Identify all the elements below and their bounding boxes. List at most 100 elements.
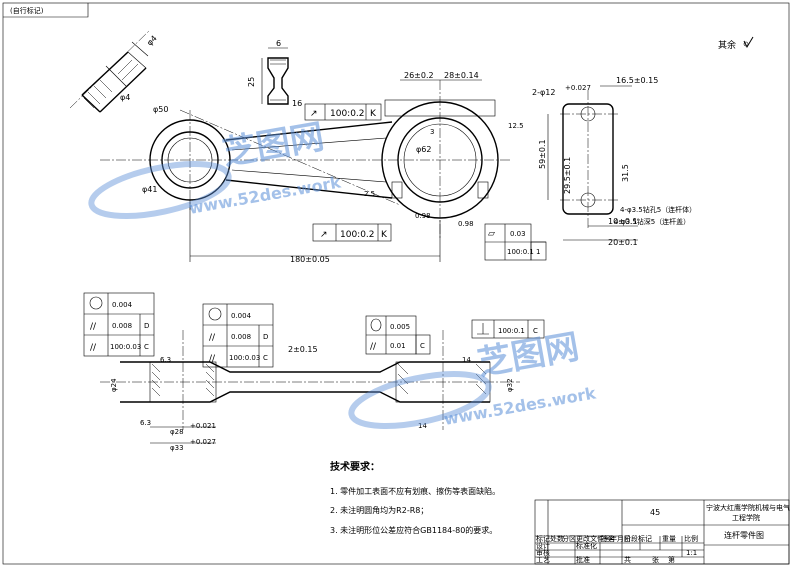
watermark-cn-2: 芝图网 xyxy=(475,327,582,384)
dim-phi62-label: φ62 xyxy=(416,145,431,154)
fcf-left-r2: 0.008 xyxy=(112,322,132,330)
dim-phi28-tol: +0.021 xyxy=(190,422,216,430)
parallel-icon-mid-2: // xyxy=(209,354,216,364)
dim-phi33-label: φ33 xyxy=(170,444,184,452)
fcf-mid-stack: // // 0.004 0.008 D 100:0.03 C xyxy=(202,303,274,368)
dim-phi24-label: φ24 xyxy=(110,378,118,392)
fcf-flat-sym: ▱ xyxy=(488,229,495,239)
fcf-1-datum: K xyxy=(370,109,377,119)
dim-295-label: 29.5±0.1 xyxy=(563,157,572,194)
tb-sheet: 张 xyxy=(652,555,659,564)
fcf-left-stack: // // 0.004 0.008 D 100:0.03 C xyxy=(83,292,155,357)
rod-top-view xyxy=(100,80,510,240)
tb-stage: 阶段标记 xyxy=(624,534,652,543)
title-material: 45 xyxy=(650,508,660,517)
circularity-icon-mid xyxy=(208,307,222,321)
tech-line-3: 3. 未注明形位公差应符合GB1184-80的要求。 xyxy=(330,525,497,535)
dim-63b-label: 6.3 xyxy=(160,356,171,364)
roughness-circle-icon xyxy=(743,41,749,47)
dim-26-label: 26±0.2 xyxy=(404,71,434,80)
title-school-1: 宁波大红鹰学院机械与电气 xyxy=(706,503,790,512)
dim-10-label: 10±0.1 xyxy=(608,217,638,226)
circularity-icon xyxy=(89,296,103,310)
fcf-mid-r1: 0.004 xyxy=(231,312,252,320)
watermark-cn-1: 芝图网 xyxy=(220,117,327,174)
dim-2phi12-tol: +0.027 xyxy=(565,84,591,92)
dim-28-label: 28±0.14 xyxy=(444,71,479,80)
fcf-right-r2: 0.01 xyxy=(390,342,406,350)
dim-59-label: 59±0.1 xyxy=(538,139,547,169)
fcf-right-stack: // 0.005 0.01 C xyxy=(365,315,431,355)
tech-line-1: 1. 零件加工表面不应有划痕、擦伤等表面缺陷。 xyxy=(330,486,500,496)
fcf-runout-1: ↗ 100:0.2 K xyxy=(304,103,382,121)
fcf-mid-r2: 0.008 xyxy=(231,333,251,341)
fcf-right-r1: 0.005 xyxy=(390,323,410,331)
tb-process: 工艺 xyxy=(536,556,550,564)
fcf-perp-datum: C xyxy=(533,327,538,335)
perpendicular-icon xyxy=(477,323,489,335)
dim-phi33-tol: +0.027 xyxy=(190,438,216,446)
tb-design: 设计 xyxy=(536,541,550,550)
dim-2phi12-label: 2-φ12 xyxy=(532,88,555,97)
tb-zone: 分区 xyxy=(562,534,576,543)
fcf-left-r3: 100:0.03 xyxy=(110,343,141,351)
roughness-check-icon xyxy=(743,36,754,49)
dim-phi41-label: φ41 xyxy=(142,185,157,194)
dim-phi50-label: φ50 xyxy=(153,105,168,114)
detail-oil-hole: φ4 φ4 xyxy=(69,29,159,113)
dim-14-label: 14 xyxy=(418,422,427,430)
dim-16-label: 16 xyxy=(292,99,302,108)
fcf-right-r2d: C xyxy=(420,342,425,350)
fcf-left-r1: 0.004 xyxy=(112,301,133,309)
tb-weight: 重量 xyxy=(662,535,676,543)
tb-marker: 标记 xyxy=(536,534,550,543)
title-school-2: 工程学院 xyxy=(732,513,760,522)
dim-3-label: 3 xyxy=(430,128,434,136)
title-block xyxy=(534,499,790,565)
watermark-swoosh-icon-2 xyxy=(348,371,492,429)
dim-315-label: 31.5 xyxy=(621,164,630,182)
fcf-2-sym: ↗ xyxy=(320,230,328,240)
fcf-2-val: 100:0.2 xyxy=(340,230,375,240)
tb-date: 年月日 xyxy=(610,534,631,543)
dim-125-label: 12.5 xyxy=(508,122,524,130)
fcf-flatness: ▱ 0.03 100:0.1 1 xyxy=(484,223,547,261)
title-scale: 1:1 xyxy=(686,549,697,557)
parallel-icon-mid: // xyxy=(209,333,216,343)
parallel-icon: // xyxy=(90,322,97,332)
dim-098a-label: 0.98 xyxy=(415,212,431,220)
watermark-url-2: www.52des.work xyxy=(442,383,597,428)
tb-review: 审核 xyxy=(536,548,550,557)
rod-section-view xyxy=(100,330,520,430)
fcf-flat-datum: 1 xyxy=(536,248,540,256)
tech-title: 技术要求： xyxy=(330,460,380,473)
tech-line-2: 2. 未注明圆角均为R2-R8； xyxy=(330,505,428,515)
fcf-perpendicular: 100:0.1 C xyxy=(471,319,545,339)
note-thread-holes: 4-φ3.5钻孔5（连杆体） xyxy=(620,205,696,214)
parallel-icon-right: // xyxy=(370,342,377,352)
dim-098b-label: 0.98 xyxy=(458,220,474,228)
fcf-1-val: 100:0.2 xyxy=(330,109,365,119)
tb-sign: 签名 xyxy=(601,534,615,543)
dim-phi4-label: φ4 xyxy=(145,34,159,48)
title-part-name: 连杆零件图 xyxy=(724,530,764,540)
fcf-left-r3d: C xyxy=(144,343,149,351)
cylindricity-icon xyxy=(370,318,382,332)
watermark-2: 芝图网 www.52des.work xyxy=(348,327,598,429)
rod-side-view: 16.5±0.15 2-φ12 +0.027 59±0.1 29.5±0.1 3… xyxy=(532,76,658,247)
tb-total: 共 xyxy=(624,555,631,564)
dim-6-label: 6 xyxy=(276,39,281,48)
fcf-flat-val1: 0.03 xyxy=(510,230,526,238)
parallel-icon-2: // xyxy=(90,343,97,353)
dim-20-label: 20±0.1 xyxy=(608,238,638,247)
dim-180-label: 180±0.05 xyxy=(290,255,330,264)
fcf-flat-val2: 100:0.1 xyxy=(507,248,534,256)
fcf-2-datum: K xyxy=(381,230,388,240)
watermark-swoosh-icon xyxy=(88,161,232,219)
fcf-left-r2d: D xyxy=(144,322,149,330)
fcf-mid-r2d: D xyxy=(263,333,268,341)
dim-phi4b-label: φ4 xyxy=(120,93,130,102)
dim-63a-label: 6.3 xyxy=(140,419,151,427)
